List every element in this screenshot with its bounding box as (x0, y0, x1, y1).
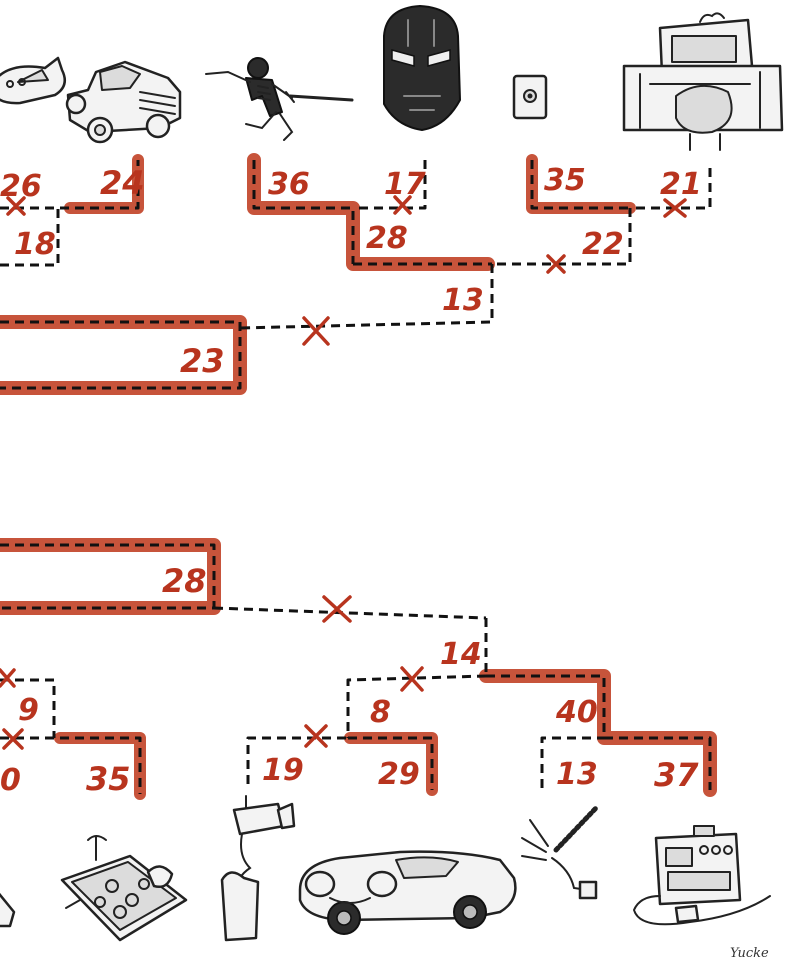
top-node-value: 13 (442, 283, 484, 318)
bottom-node-value: 14 (440, 637, 482, 672)
airplane-icon (0, 58, 65, 103)
top-node-value: 23 (180, 342, 225, 380)
top-leaf-value: 24 (100, 164, 145, 202)
pointy-object-icon (0, 890, 14, 926)
iron-helmet-icon (384, 6, 460, 130)
jeep-icon (67, 62, 180, 142)
bottom-node-value: 28 (162, 562, 207, 600)
artist-signature: Yucke (730, 946, 769, 961)
top-leaf-value: 21 (660, 167, 702, 202)
circuit-board-icon (62, 836, 186, 940)
top-node-value: 28 (366, 221, 408, 256)
radio-device-icon (634, 826, 770, 924)
arcade-machine-icon (624, 13, 782, 150)
bottom-node-value: 40 (555, 695, 598, 730)
top-tree: 26 24 36 17 35 21 18 28 22 13 23 (0, 160, 710, 388)
bottom-node-value: 8 (370, 695, 391, 730)
bottom-leaf-value: 0 (0, 763, 21, 798)
bottom-tree: 0 35 19 29 13 37 9 8 40 14 28 (0, 545, 710, 798)
top-leaf-value: 35 (544, 163, 586, 198)
bottom-tree-highlights (0, 545, 710, 794)
top-leaf-value: 26 (0, 169, 42, 204)
sports-car-icon (300, 852, 515, 934)
bottom-leaf-value: 29 (378, 757, 420, 792)
bottom-leaf-value: 13 (556, 757, 598, 792)
top-leaf-value: 17 (384, 167, 426, 202)
top-node-value: 18 (14, 227, 56, 262)
top-leaf-value: 36 (268, 167, 310, 202)
bottom-tree-cuts (0, 597, 422, 748)
cable-plug-icon (522, 808, 596, 898)
bottom-leaf-value: 37 (654, 756, 699, 794)
skeleton-swordsman-icon (206, 58, 352, 140)
top-tree-highlights (0, 160, 630, 388)
camera-pole-icon (222, 796, 294, 940)
doorbell-icon (514, 76, 546, 118)
bottom-leaf-value: 35 (86, 760, 131, 798)
top-node-value: 22 (582, 227, 624, 262)
bottom-leaf-value: 19 (262, 753, 304, 788)
bottom-node-value: 9 (18, 693, 39, 728)
